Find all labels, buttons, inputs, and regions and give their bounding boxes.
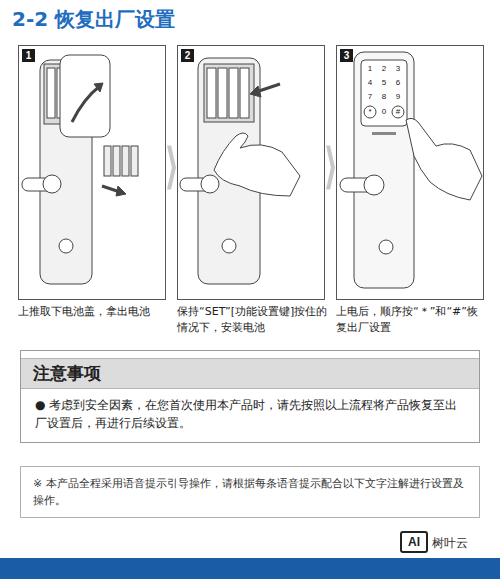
battery <box>229 68 238 118</box>
step-number: 1 <box>22 49 35 62</box>
keypad-key: 5 <box>379 78 389 88</box>
step-caption: 上推取下电池盖，拿出电池 <box>18 304 168 320</box>
keypad <box>361 60 407 126</box>
watermark-text: 树叶云 <box>432 535 468 551</box>
battery <box>218 68 227 118</box>
step-arrow <box>167 146 176 190</box>
step-number: 2 <box>181 49 194 62</box>
keyhole <box>59 239 73 253</box>
keypad-key: 4 <box>365 78 375 88</box>
handle-rose <box>201 175 219 193</box>
keypad-key: * <box>365 107 375 117</box>
watermark-logo: AI <box>400 531 428 553</box>
note-heading: 注意事项 <box>21 358 479 389</box>
step-caption: 上电后，顺序按“＊”和“#”恢复出厂设置 <box>336 304 486 336</box>
footnote-box: ※ 本产品全程采用语音提示引导操作，请根据每条语音提示配合以下文字注解进行设置及… <box>20 466 480 518</box>
hand <box>214 133 300 196</box>
bottom-bar <box>0 558 500 579</box>
battery <box>240 68 249 118</box>
battery <box>131 146 138 176</box>
battery <box>122 146 129 176</box>
keypad-key: 9 <box>393 92 403 102</box>
keyhole <box>379 240 393 254</box>
step-panel: 3 <box>336 45 484 300</box>
keypad-key: 6 <box>393 78 403 88</box>
battery <box>207 68 216 118</box>
keypad-key: 3 <box>393 64 403 74</box>
step-arrow <box>326 146 335 190</box>
step-number: 3 <box>340 49 353 62</box>
keyhole <box>222 239 236 253</box>
logo-mark <box>372 132 396 135</box>
key-ring <box>392 106 404 118</box>
key-ring <box>364 106 376 118</box>
lock-drawing-1 <box>22 55 138 284</box>
battery-cover <box>60 55 110 137</box>
keypad-key: 2 <box>379 64 389 74</box>
step-caption: 保持“SET”[功能设置键]按住的情况下，安装电池 <box>177 304 329 336</box>
battery <box>113 146 120 176</box>
arrow-head <box>94 83 103 92</box>
hand <box>406 118 482 200</box>
keypad-key: 0 <box>379 107 389 117</box>
battery <box>47 68 55 118</box>
lock-drawing-3 <box>340 52 482 288</box>
keypad-key: # <box>393 107 403 117</box>
keypad-key: 8 <box>379 92 389 102</box>
lock-body <box>354 52 414 288</box>
handle-rose <box>364 175 384 195</box>
keypad-key: 7 <box>365 92 375 102</box>
lock-drawing-2 <box>180 58 300 284</box>
arrow-head <box>250 86 261 97</box>
keypad-key: 1 <box>365 64 375 74</box>
page-title: 2-2 恢复出厂设置 <box>12 6 175 33</box>
push-arrow <box>72 86 100 122</box>
note-text: ● 考虑到安全因素，在您首次使用本产品时，请先按照以上流程将产品恢复至出厂设置后… <box>21 389 479 442</box>
footnote-text: ※ 本产品全程采用语音提示引导操作，请根据每条语音提示配合以下文字注解进行设置及… <box>21 467 479 517</box>
battery-compartment <box>204 64 254 122</box>
note-box: 注意事项● 考虑到安全因素，在您首次使用本产品时，请先按照以上流程将产品恢复至出… <box>20 350 480 443</box>
step-panel: 1 <box>18 45 166 300</box>
arrow-head <box>116 186 126 196</box>
handle-rose <box>43 175 61 193</box>
step-panel: 2 <box>177 45 325 300</box>
battery <box>104 146 111 176</box>
